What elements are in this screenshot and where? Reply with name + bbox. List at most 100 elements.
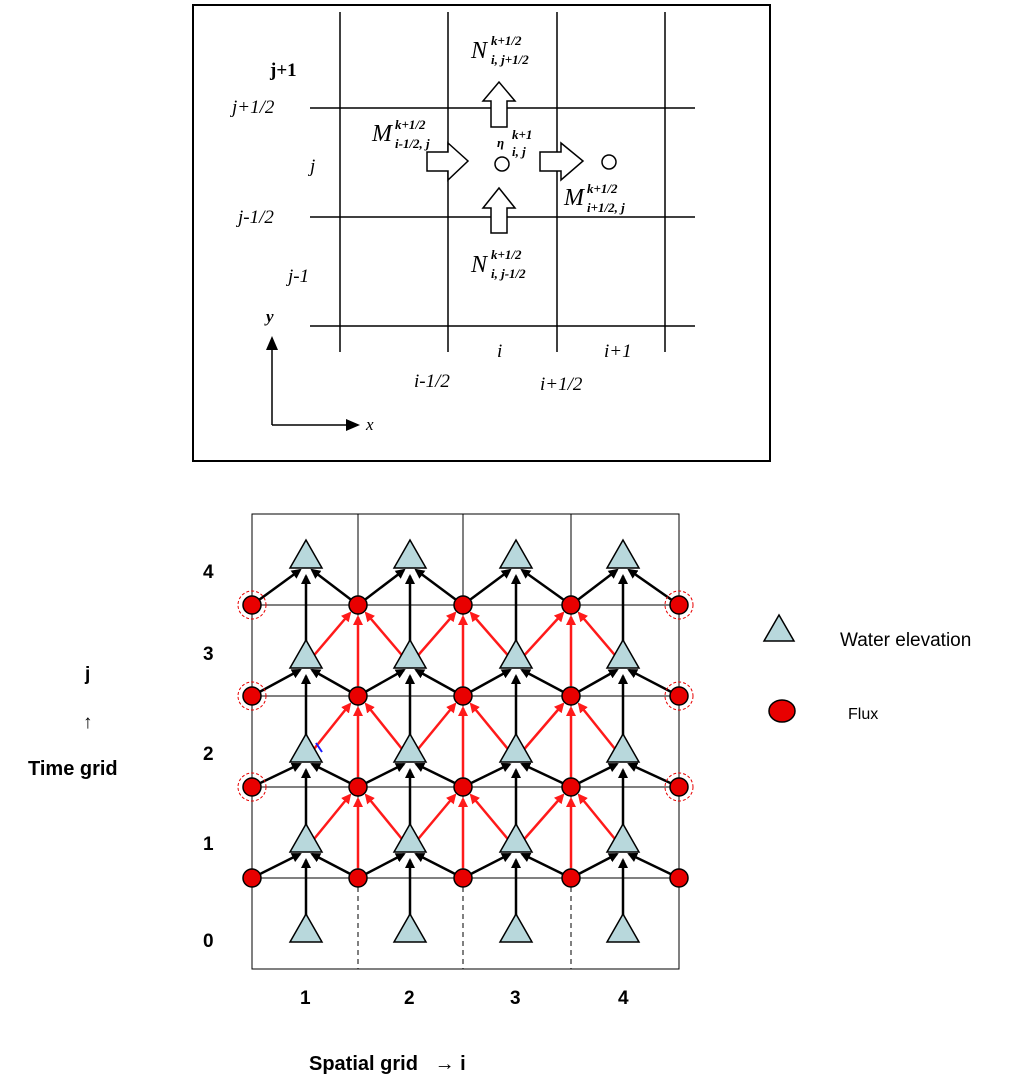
y-tick-3: 3: [203, 644, 214, 665]
M-right-sub: i+1/2, j: [587, 200, 625, 215]
flux-node: [453, 686, 473, 706]
elevation-to-flux-arrow: [519, 793, 565, 845]
water-elevation-node: [605, 732, 641, 763]
x-tick-3: 3: [510, 988, 521, 1009]
axis-x-label: x: [365, 415, 374, 434]
elevation-to-flux-arrow: [469, 702, 513, 755]
flux-node: [453, 595, 473, 615]
flux-node: [453, 777, 473, 797]
grid-lines: [310, 12, 695, 352]
N-top-sup: k+1/2: [491, 33, 522, 48]
elevation-to-flux-arrow: [519, 611, 565, 661]
flux-arrow-right-right: [539, 141, 585, 182]
staggered-grid-diagram: j+1 j+1/2 j j-1/2 j-1 i-1/2 i i+1/2 i+1 …: [192, 4, 771, 462]
flux-node: [561, 595, 581, 615]
elevation-to-flux-arrow: [577, 611, 620, 661]
boundary-flux-ring: [664, 772, 694, 802]
flux-node: [561, 686, 581, 706]
water-elevation-node: [605, 538, 641, 569]
elevation-to-flux-arrow: [364, 702, 407, 755]
water-elevation-node: [392, 638, 428, 669]
elevation-to-flux-arrow: [364, 611, 407, 661]
y-tick-2: 2: [203, 744, 214, 765]
N-bottom-base: N: [470, 252, 489, 278]
elevation-to-flux-arrow: [413, 611, 457, 661]
boundary-flux-ring: [237, 772, 267, 802]
y-tick-0: 0: [203, 931, 214, 952]
M-left-sup: k+1/2: [395, 117, 426, 132]
y-tick-labels: 0 1 2 3 4: [203, 562, 214, 952]
label-j-minus-1: j-1: [285, 266, 309, 287]
leapfrog-grid-diagram: 0 1 2 3 4 1 2 3 4 j ↑ Time grid Spatial …: [28, 513, 971, 1075]
N-bottom-sub: i, j-1/2: [491, 266, 526, 281]
top-diagram-frame: [192, 4, 771, 462]
xy-axis: y x: [264, 307, 374, 434]
water-elevation-node: [288, 538, 324, 569]
flux-node: [242, 777, 262, 797]
flux-node: [242, 686, 262, 706]
x-tick-4: 4: [618, 988, 629, 1009]
label-N-bottom: N k+1/2 i, j-1/2: [470, 247, 526, 281]
label-j-plus-1: j+1: [269, 60, 297, 81]
water-elevation-node: [288, 638, 324, 669]
flux-node: [348, 686, 368, 706]
boundary-flux-ring: [664, 590, 694, 620]
elevation-to-flux-arrow: [364, 793, 407, 845]
elevation-to-flux-arrow: [577, 702, 620, 755]
elevation-to-flux-arrow: [519, 702, 565, 755]
x-tick-1: 1: [300, 988, 311, 1009]
flux-to-elevation-arrow: [520, 568, 572, 607]
label-i: i: [497, 341, 502, 362]
elevation-point-center: [494, 156, 510, 172]
label-j-plus-half: j+1/2: [229, 97, 275, 118]
N-bottom-sup: k+1/2: [491, 247, 522, 262]
label-M-right: M k+1/2 i+1/2, j: [563, 181, 625, 215]
elevation-point-right: [601, 154, 617, 170]
water-elevation-node: [498, 732, 534, 763]
elevation-to-flux-arrow: [413, 702, 457, 755]
water-elevation-node: [392, 912, 428, 943]
flux-node: [561, 868, 581, 888]
water-elevation-node: [392, 732, 428, 763]
eta-sub: i, j: [512, 144, 526, 159]
legend-flux-label: Flux: [848, 706, 878, 723]
N-top-base: N: [470, 38, 489, 64]
elevation-to-flux-arrow: [577, 793, 620, 845]
label-eta: η k+1 i, j: [497, 127, 532, 159]
legend-triangle-icon: [762, 613, 796, 642]
elevation-to-flux-arrow: [469, 611, 513, 661]
N-top-sub: i, j+1/2: [491, 52, 529, 67]
axis-y-label: y: [264, 307, 274, 326]
label-M-left: M k+1/2 i-1/2, j: [371, 117, 430, 151]
flux-node: [669, 686, 689, 706]
y-tick-1: 1: [203, 834, 214, 855]
water-elevation-node: [288, 732, 324, 763]
elevation-to-flux-arrow: [309, 793, 352, 845]
label-j-minus-half: j-1/2: [235, 207, 274, 228]
water-elevation-node: [288, 822, 324, 853]
M-right-sup: k+1/2: [587, 181, 618, 196]
flux-node: [669, 868, 689, 888]
label-j: j: [307, 156, 315, 177]
water-elevation-node: [605, 822, 641, 853]
time-grid-axis-label: j ↑ Time grid: [28, 664, 118, 780]
water-elevation-node: [498, 822, 534, 853]
flux-arrow-up-bottom: [481, 186, 517, 234]
legend: Water elevation Flux: [762, 613, 971, 723]
y-tick-4: 4: [203, 562, 214, 583]
M-right-base: M: [563, 185, 586, 211]
flux-node: [348, 595, 368, 615]
M-left-base: M: [371, 121, 394, 147]
blue-accent-marks: [315, 742, 631, 753]
time-axis-j: j: [84, 664, 90, 685]
flux-node: [561, 777, 581, 797]
water-elevation-node: [392, 538, 428, 569]
red-arrow-layer: [309, 611, 620, 868]
boundary-flux-ring: [664, 681, 694, 711]
label-i-plus-half: i+1/2: [540, 374, 583, 395]
flux-node: [669, 595, 689, 615]
flux-to-elevation-arrow: [251, 568, 302, 607]
flux-to-elevation-arrow: [462, 568, 512, 607]
x-tick-2: 2: [404, 988, 415, 1009]
